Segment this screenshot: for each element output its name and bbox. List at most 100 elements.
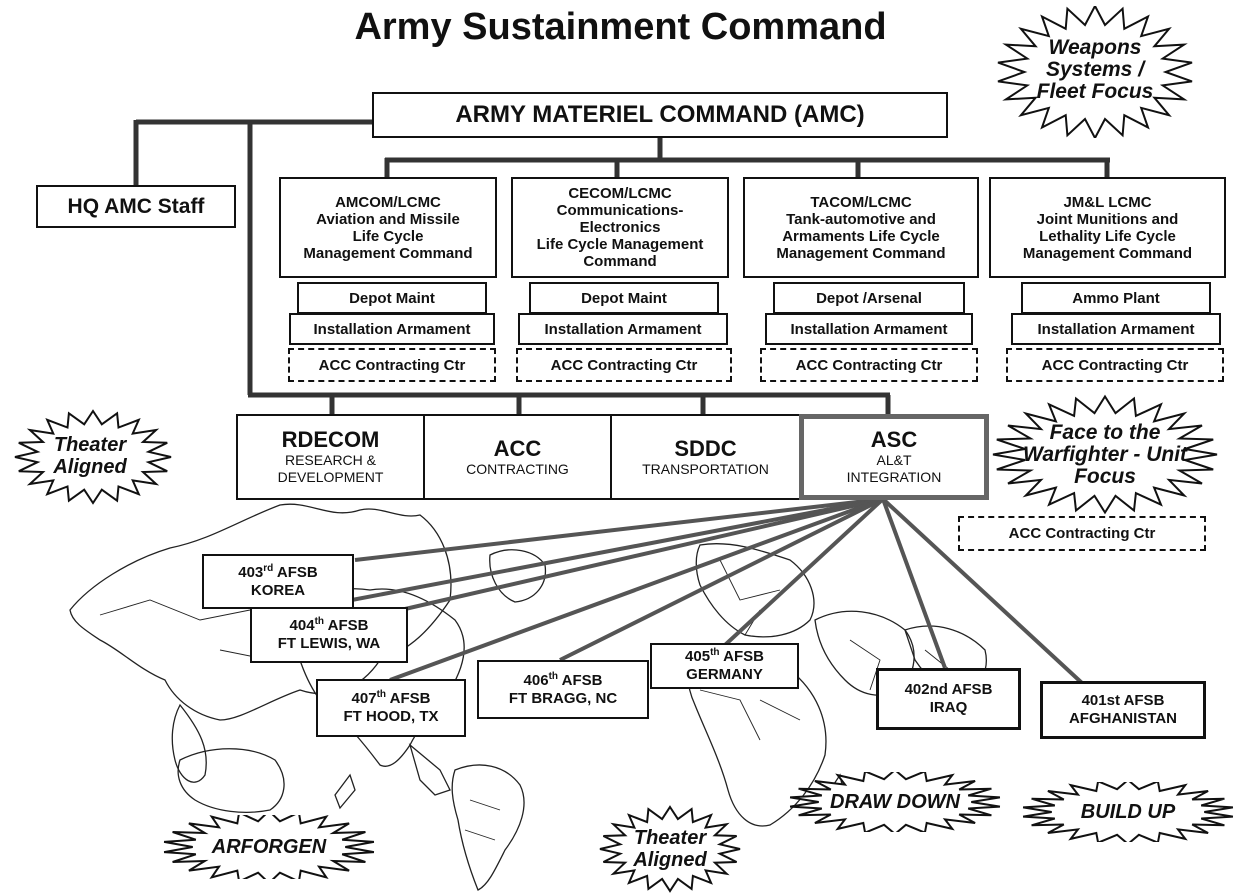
afsb-title: 403rd AFSB — [238, 562, 318, 581]
starburst-shape — [14, 409, 172, 505]
draw-down-callout-text: DRAW DOWN — [795, 782, 995, 822]
starburst-face — [992, 394, 1218, 515]
callout-line: Theater — [53, 434, 127, 456]
afsb-406-box: 406th AFSB FT BRAGG, NC — [477, 660, 649, 719]
acc-name: ACC — [493, 435, 542, 461]
installation-armament-box: Installation Armament — [289, 313, 495, 345]
asc-box: ASC AL&T INTEGRATION — [799, 414, 989, 500]
rdecom-name: RDECOM — [281, 427, 380, 452]
afsb-title: 406th AFSB — [523, 670, 603, 689]
afsb-401-box: 401st AFSB AFGHANISTAN — [1040, 681, 1206, 739]
acc-contracting-ctr-box: ACC Contracting Ctr — [760, 348, 978, 382]
afsb-404-box: 404th AFSB FT LEWIS, WA — [250, 607, 408, 663]
depot-maint-box: Depot Maint — [297, 282, 487, 314]
lcmc-line: Management Command — [776, 244, 946, 262]
sddc-name: SDDC — [674, 435, 737, 461]
lcmc-jml-box: JM&L LCMC Joint Munitions and Lethality … — [989, 177, 1226, 278]
installation-label: Installation Armament — [1037, 320, 1195, 338]
sddc-desc: TRANSPORTATION — [642, 460, 769, 477]
lcmc-line: Life Cycle — [352, 227, 424, 245]
afsb-location: KOREA — [250, 581, 306, 599]
hq-amc-staff-label: HQ AMC Staff — [67, 194, 205, 218]
lcmc-line: Lethality Life Cycle — [1039, 227, 1176, 245]
starburst-shape — [789, 772, 1001, 832]
rdecom-desc: DEVELOPMENT — [277, 469, 384, 485]
callout-line: Aligned — [633, 849, 707, 871]
starburst-theater-bottom — [599, 805, 741, 893]
rdecom-box: RDECOM RESEARCH & DEVELOPMENT — [238, 416, 425, 498]
installation-armament-box: Installation Armament — [765, 313, 973, 345]
asc-acc-contracting-ctr-box: ACC Contracting Ctr — [958, 516, 1206, 551]
lcmc-line: Armaments Life Cycle — [782, 227, 940, 245]
acc-box: ACC CONTRACTING — [425, 416, 612, 498]
installation-armament-box: Installation Armament — [1011, 313, 1221, 345]
starburst-build-up — [1022, 782, 1234, 842]
org-connectors — [133, 119, 1110, 416]
weapons-callout-text: Weapons Systems / Fleet Focus — [1000, 20, 1190, 120]
asc-desc: INTEGRATION — [846, 469, 942, 485]
afsb-402-box: 402nd AFSB IRAQ — [876, 668, 1021, 730]
lcmc-line: Joint Munitions and — [1036, 210, 1179, 228]
callout-line: Systems / — [1045, 58, 1145, 81]
contracting-label: ACC Contracting Ctr — [1008, 525, 1156, 542]
afsb-405-box: 405th AFSB GERMANY — [650, 643, 799, 689]
lcmc-line: AMCOM/LCMC — [335, 193, 441, 211]
starburst-weapons — [997, 6, 1193, 138]
callout-line: Fleet Focus — [1036, 80, 1154, 103]
lcmc-line: CECOM/LCMC — [568, 185, 672, 202]
lcmc-line: Management Command — [303, 244, 473, 262]
afsb-403-box: 403rd AFSB KOREA — [202, 554, 354, 609]
depot-label: Depot /Arsenal — [816, 289, 922, 307]
afsb-title: 404th AFSB — [289, 616, 369, 635]
afsb-location: FT BRAGG, NC — [508, 689, 618, 707]
afsb-title: 401st AFSB — [1081, 692, 1165, 709]
lcmc-line: Communications- — [556, 202, 684, 219]
starburst-arforgen — [163, 815, 375, 879]
lcmc-cecom-box: CECOM/LCMC Communications- Electronics L… — [511, 177, 729, 278]
afsb-location: IRAQ — [929, 699, 968, 716]
starburst-shape — [163, 815, 375, 879]
lcmc-line: Electronics — [579, 219, 661, 236]
afsb-title: 407th AFSB — [351, 689, 431, 708]
acc-contracting-ctr-box: ACC Contracting Ctr — [288, 348, 496, 382]
lcmc-line: Life Cycle Management — [536, 236, 704, 253]
installation-label: Installation Armament — [313, 320, 471, 338]
acc-contracting-ctr-box: ACC Contracting Ctr — [516, 348, 732, 382]
callout-line: ARFORGEN — [211, 836, 327, 858]
callout-line: BUILD UP — [1080, 801, 1176, 823]
build-up-callout-text: BUILD UP — [1030, 792, 1226, 832]
page-title: Army Sustainment Command — [354, 6, 887, 48]
asc-fan-lines — [335, 497, 1084, 685]
contracting-label: ACC Contracting Ctr — [318, 356, 466, 374]
lcmc-line: Tank-automotive and — [786, 210, 936, 228]
lcmc-line: Management Command — [1022, 244, 1193, 262]
afsb-title: 402nd AFSB — [904, 681, 993, 698]
installation-armament-box: Installation Armament — [518, 313, 728, 345]
lcmc-line: Aviation and Missile — [316, 210, 460, 228]
afsb-location: AFGHANISTAN — [1068, 710, 1178, 727]
lcmc-tacom-box: TACOM/LCMC Tank-automotive and Armaments… — [743, 177, 979, 278]
theater-bottom-callout-text: Theater Aligned — [600, 818, 740, 880]
contracting-label: ACC Contracting Ctr — [795, 356, 943, 374]
lcmc-line: Command — [583, 253, 657, 270]
acc-contracting-ctr-box: ACC Contracting Ctr — [1006, 348, 1224, 382]
callout-line: Focus — [1074, 465, 1136, 488]
sddc-box: SDDC TRANSPORTATION — [612, 416, 799, 498]
starburst-shape — [992, 394, 1218, 515]
arforgen-callout-text: ARFORGEN — [165, 827, 373, 867]
callout-line: Face to the — [1049, 421, 1161, 444]
rdecom-desc: RESEARCH & — [284, 452, 377, 468]
depot-maint-box: Depot Maint — [529, 282, 719, 314]
afsb-title: 405th AFSB — [685, 647, 764, 666]
ammo-plant-box: Ammo Plant — [1021, 282, 1211, 314]
afsb-location: GERMANY — [686, 666, 763, 683]
starburst-shape — [1022, 782, 1234, 842]
starburst-shape — [599, 805, 741, 893]
installation-label: Installation Armament — [544, 320, 702, 338]
asc-name: ASC — [870, 427, 918, 452]
lcmc-amcom-box: AMCOM/LCMC Aviation and Missile Life Cyc… — [279, 177, 497, 278]
asc-desc: AL&T — [876, 452, 912, 468]
contracting-label: ACC Contracting Ctr — [550, 356, 698, 374]
face-callout-text: Face to the Warfighter - Unit Focus — [995, 412, 1215, 498]
